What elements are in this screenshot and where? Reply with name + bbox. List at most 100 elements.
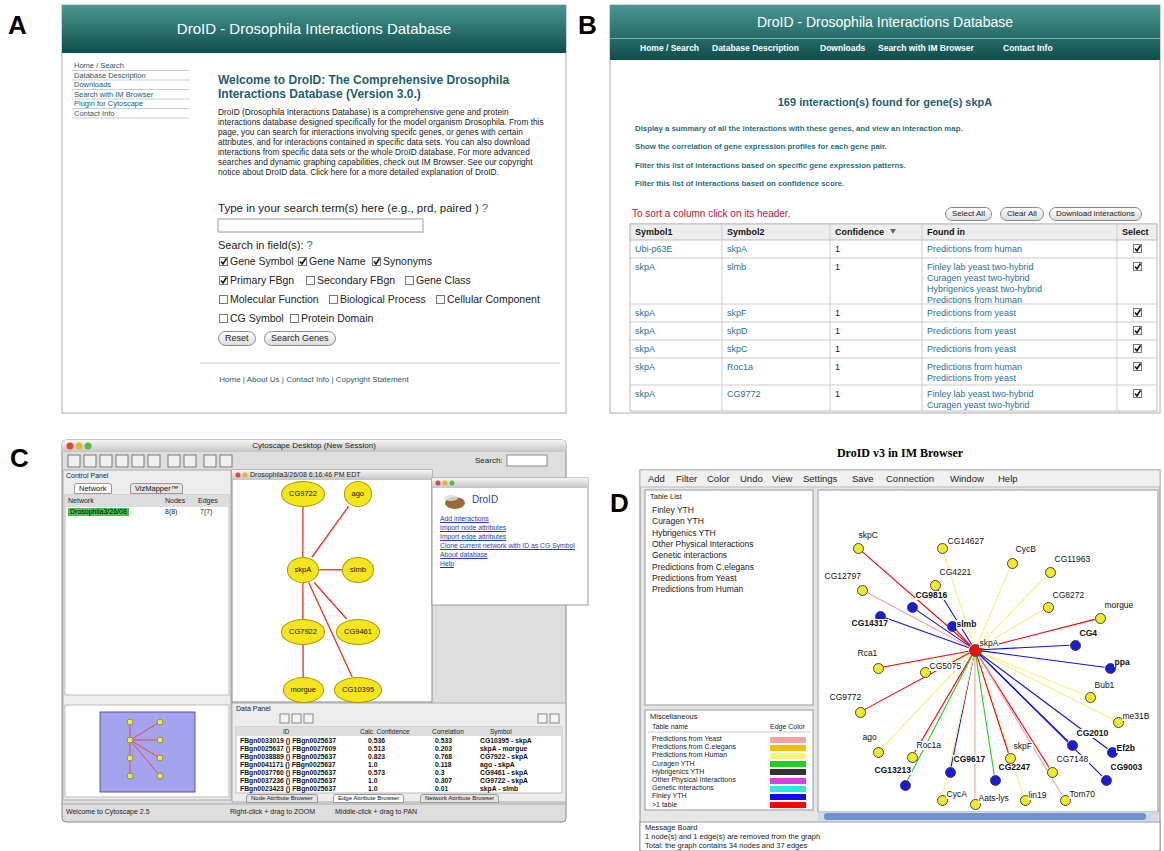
ui-text: Total: the graph contains 34 nodes and 3…	[645, 841, 807, 850]
ui-g	[127, 719, 163, 779]
ui-text: Welcome to Cytoscape 2.5	[66, 808, 150, 816]
ui-line	[130, 740, 160, 776]
ui-circle	[127, 719, 133, 725]
node-label: lin19	[1028, 791, 1048, 800]
b-text: skpA - morgue	[480, 745, 527, 753]
interaction-edge	[943, 656, 973, 794]
node-label: CG9816	[915, 591, 949, 600]
th-text: Confidence	[835, 227, 884, 238]
node-label: me31B	[1122, 712, 1151, 721]
ui-rect	[824, 813, 1146, 820]
btn-text: Search Genes	[264, 331, 336, 346]
cell-text: skpC	[727, 344, 748, 355]
ui-text: Predictions from Human	[652, 584, 743, 594]
interaction-edge	[978, 656, 1062, 796]
graph-node: CG11963	[1045, 567, 1056, 578]
node-label: Rca1	[857, 649, 879, 658]
ui-use	[437, 296, 445, 304]
ui-rect	[63, 470, 231, 800]
ui-rect	[220, 455, 232, 467]
cell-text: Ubi-p63E	[635, 244, 673, 255]
cell-text: skpA	[727, 244, 747, 255]
ui-rect	[630, 224, 1157, 411]
node-label: Tom70	[1069, 790, 1097, 799]
node-label: Bub1	[1094, 681, 1116, 690]
ui-text: Miscellaneous	[650, 712, 698, 721]
graph-node: skpF	[1005, 753, 1016, 764]
ui-circle	[157, 773, 163, 779]
node-label: slmb	[956, 620, 978, 629]
ui-use	[299, 258, 307, 266]
graph-node: Aats-lys	[970, 799, 981, 810]
graph-node: morgue	[1095, 613, 1106, 624]
ui-line	[130, 740, 160, 741]
body-text: Molecular Function	[230, 293, 319, 306]
ui-line	[922, 224, 923, 411]
legend-swatch	[770, 761, 806, 767]
ui-path	[890, 229, 896, 234]
legend-swatch	[770, 802, 806, 808]
node-label: CG14627	[947, 537, 985, 546]
ui-text: 7(7)	[200, 508, 212, 516]
node-label: CG10395	[342, 686, 374, 694]
interaction-edge	[980, 576, 1047, 645]
network-node: ago	[344, 481, 373, 507]
graph-node: Rca1	[873, 663, 884, 674]
ui-text: Drosophila3/26/08 6:16:46 PM EDT	[250, 471, 361, 479]
ulink-text: Clone current network with ID as CG Symb…	[440, 542, 575, 550]
node-label: CG9722	[289, 490, 317, 498]
ui-rect	[116, 455, 128, 467]
ui-rect	[232, 470, 432, 702]
legend-label: Predictions from Human	[652, 751, 727, 759]
cell-text: Finley lab yeast two-hybrid	[927, 389, 1034, 400]
cell-text: Finley lab yeast two-hybrid	[927, 262, 1034, 273]
ui-circle	[157, 755, 163, 761]
legend-swatch	[770, 745, 806, 751]
th-text: Select	[1122, 227, 1149, 238]
interaction-edge	[956, 630, 971, 645]
interaction-edge	[865, 653, 969, 709]
cell-text: CG9772	[727, 389, 761, 400]
network-node: CG9722	[281, 481, 325, 507]
graph-node: CG9772	[855, 707, 866, 718]
ui-rect	[84, 455, 96, 467]
ui-g	[280, 714, 559, 723]
q-text: ?	[482, 202, 488, 216]
ui-line	[610, 38, 1160, 39]
ui-rect	[236, 727, 562, 736]
graph-node: CG4221	[930, 580, 941, 591]
ui-text: Search:	[475, 456, 503, 466]
ui-text: Genetic interactions	[652, 550, 727, 560]
side-text: Home / Search	[74, 61, 124, 70]
cell-text: skpD	[727, 326, 748, 337]
ui-line	[72, 118, 190, 119]
ui-rect	[184, 455, 196, 467]
ui-circle	[127, 773, 133, 779]
node-label: Roc1a	[916, 741, 943, 750]
ui-rect	[65, 705, 229, 797]
btn-text: Clear All	[1000, 207, 1044, 221]
node-label: slmb	[350, 566, 366, 574]
ui-circle	[127, 737, 133, 743]
teal-text: Home | About Us | Contact Info | Copyrig…	[62, 375, 566, 385]
b-text: FBgn0037236 () FBgn0025637	[240, 777, 336, 785]
cellk-text: 1	[835, 244, 840, 255]
cellk-text: 1	[835, 262, 840, 273]
tab-text: VizMapper™	[130, 483, 183, 494]
big-text: D	[610, 488, 629, 519]
ui-text: Edges	[198, 497, 218, 505]
ui-rect	[168, 455, 180, 467]
ui-rect	[62, 5, 566, 413]
ui-g	[72, 71, 190, 119]
node-label: ago	[862, 733, 878, 742]
ui-rect	[645, 490, 813, 705]
ui-rect	[610, 5, 1160, 60]
body-text: Protein Domain	[301, 312, 373, 325]
body-text: Biological Process	[340, 293, 426, 306]
b-text: 0.768	[435, 753, 452, 761]
ui-text: Control Panel	[66, 472, 108, 480]
ui-text: Hybrigenics YTH	[652, 528, 716, 538]
ui-rect	[218, 219, 423, 232]
ui-text: Correlation	[432, 728, 464, 736]
